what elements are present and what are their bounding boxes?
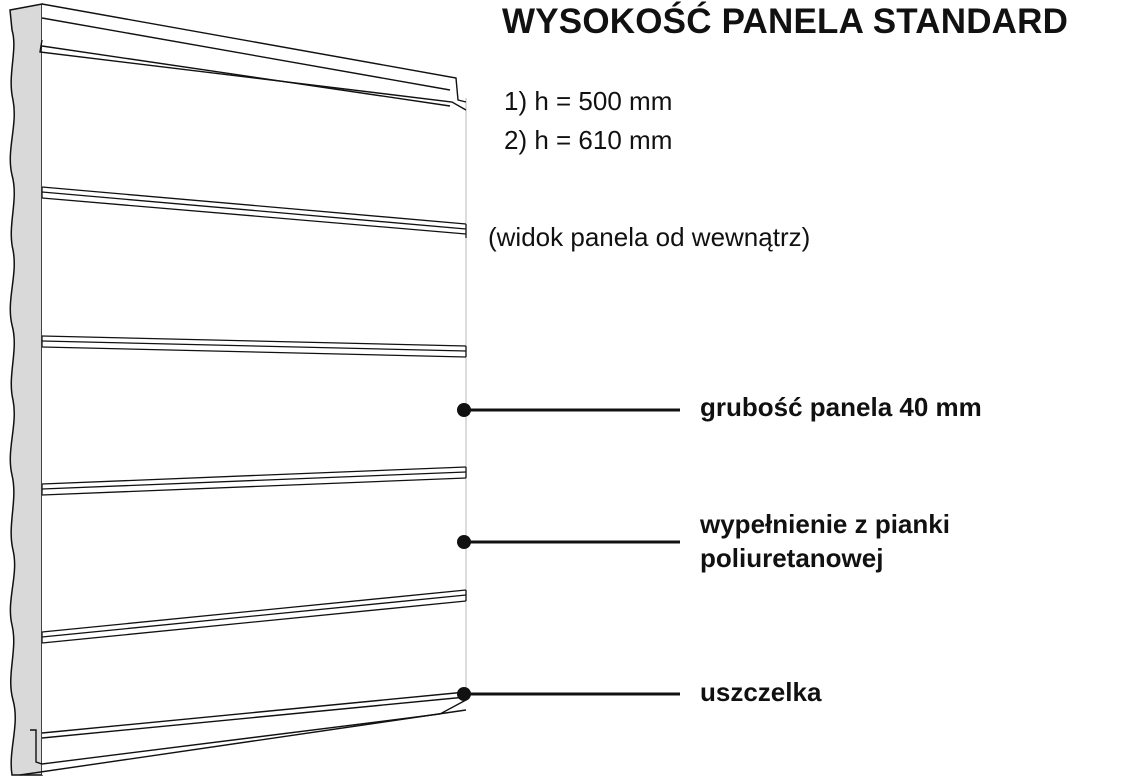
panel-rib-2 [41, 335, 467, 358]
callout-foam: wypełnienie z pianki poliuretanowej [700, 507, 950, 575]
panel-rib-1 [41, 186, 467, 238]
callout-leader-thickness [457, 403, 680, 417]
height-option-2: 2) h = 610 mm [504, 125, 673, 155]
panel-top-profile [39, 3, 467, 111]
panel-rib-3 [41, 466, 467, 496]
callout-leader-foam [457, 535, 680, 549]
callout-seal-line1: uszczelka [700, 677, 822, 707]
height-option-1: 1) h = 500 mm [504, 86, 673, 116]
callout-leader-seal [457, 687, 680, 701]
callout-foam-line1: wypełnienie z pianki [700, 509, 950, 539]
panel-rib-4 [41, 589, 467, 644]
callout-thickness: grubość panela 40 mm [700, 390, 982, 424]
panel-bottom-profile [19, 691, 467, 776]
panel-face [42, 4, 466, 775]
callout-thickness-line1: grubość panela 40 mm [700, 392, 982, 422]
panel-side-edge [9, 3, 43, 776]
diagram-title: WYSOKOŚĆ PANELA STANDARD [502, 2, 1069, 41]
callout-foam-line2: poliuretanowej [700, 543, 884, 573]
callout-seal: uszczelka [700, 675, 821, 709]
view-note: (widok panela od wewnątrz) [488, 222, 811, 252]
